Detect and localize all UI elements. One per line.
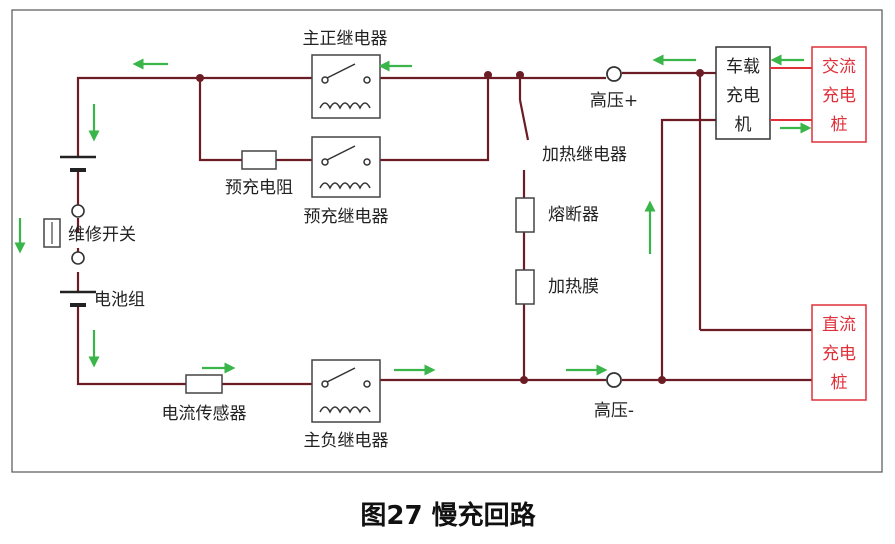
wire-precharge-left (198, 78, 242, 162)
wire-battery-neg-bottom (76, 305, 186, 386)
wire-battery-pos-top (76, 76, 312, 157)
precharge-relay-label: 预充继电器 (304, 207, 389, 227)
obc-label: 车载 充电 机 (726, 57, 760, 135)
dc-pile-line-2: 充电 (822, 344, 856, 364)
current-sensor (185, 374, 223, 394)
heater-relay-switch (518, 99, 530, 141)
heater-relay-label: 加热继电器 (542, 145, 627, 165)
ac-pile-wires (770, 67, 812, 121)
precharge-resistor (241, 150, 277, 170)
main-neg-relay (311, 359, 381, 423)
hv-neg-label: 高压- (594, 401, 634, 421)
precharge-relay (311, 136, 381, 198)
wires (76, 71, 816, 386)
dc-pile-line-3: 桩 (831, 373, 848, 393)
obc-line-3: 机 (735, 115, 752, 135)
dc-charging-pile-box (811, 304, 867, 401)
obc-line-1: 车载 (726, 57, 760, 77)
hv-pos-label: 高压+ (590, 91, 638, 111)
hv-pos-terminal (606, 66, 622, 82)
ac-pile-line-1: 交流 (822, 57, 856, 77)
main-pos-relay (311, 54, 381, 119)
obc-line-2: 充电 (726, 86, 760, 106)
main-neg-relay-label: 主负继电器 (304, 431, 389, 451)
wire-hv-neg-to-obc (660, 118, 716, 380)
ac-pile-line-3: 桩 (831, 115, 848, 135)
service-switch (43, 204, 85, 265)
heater-film-label: 加热膜 (548, 277, 599, 297)
ac-charging-pile-box (811, 46, 867, 143)
current-sensor-label: 电流传感器 (162, 404, 247, 424)
hv-neg-terminal (606, 372, 622, 388)
heater-film (515, 269, 535, 305)
fuse (515, 197, 535, 233)
main-pos-relay-label: 主正继电器 (303, 29, 388, 49)
battery-pack (60, 155, 96, 307)
ac-pile-label: 交流 充电 桩 (822, 57, 856, 135)
figure-caption: 图27 慢充回路 (360, 500, 536, 531)
fuse-label: 熔断器 (548, 205, 599, 225)
onboard-charger-box (715, 46, 771, 140)
ac-pile-line-2: 充电 (822, 86, 856, 106)
precharge-resistor-label: 预充电阻 (225, 178, 293, 198)
service-switch-label: 维修开关 (68, 225, 136, 245)
dc-pile-line-1: 直流 (822, 315, 856, 335)
junction-dots (196, 69, 704, 384)
dc-pile-label: 直流 充电 桩 (822, 315, 856, 393)
battery-pack-label: 电池组 (94, 290, 145, 310)
wire-precharge-right (380, 75, 490, 162)
current-flow-arrows (14, 54, 812, 376)
